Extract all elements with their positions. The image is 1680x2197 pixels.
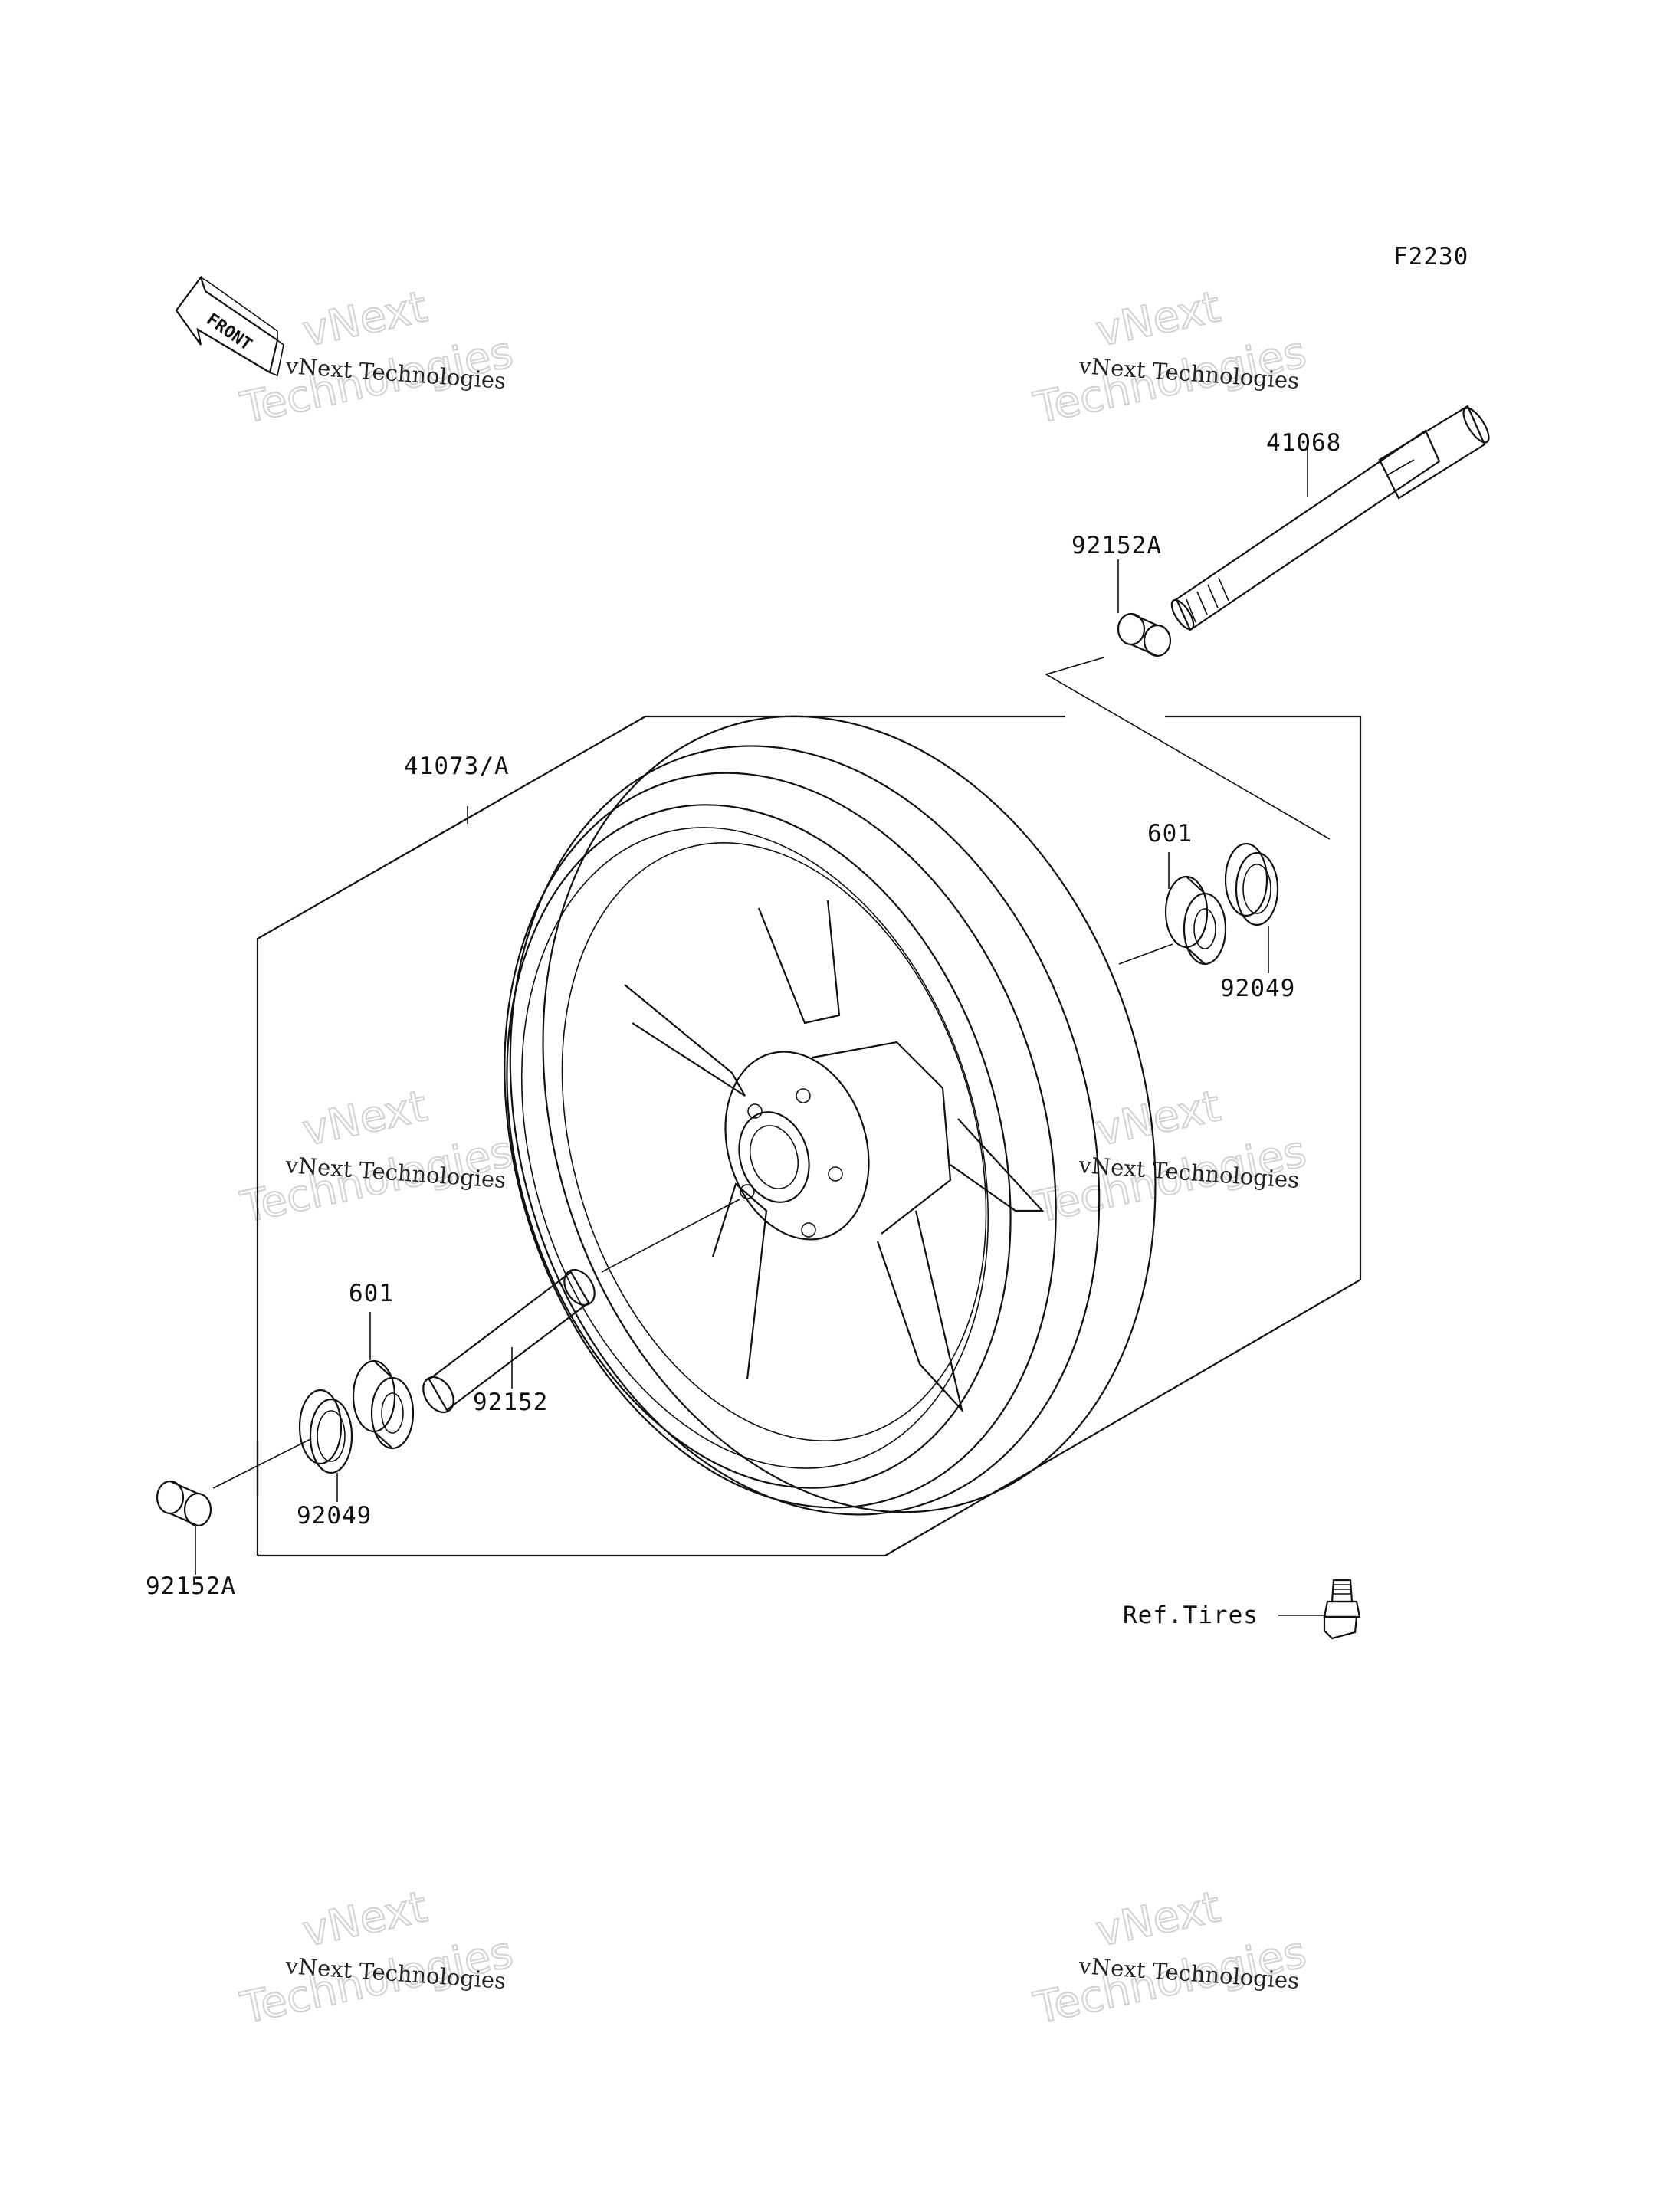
collar-92152a-top xyxy=(1117,612,1172,657)
svg-text:vNext: vNext xyxy=(1091,1081,1225,1156)
label-41073a: 41073/A xyxy=(404,753,510,780)
label-41068: 41068 xyxy=(1266,429,1341,457)
watermark-top-left: vNext Technologies vNext Technologies xyxy=(235,281,517,434)
label-92049-right: 92049 xyxy=(1220,975,1295,1002)
hub-centerline xyxy=(601,1199,740,1273)
watermark-bottom-right: vNext Technologies vNext Technologies xyxy=(1029,1881,1311,2035)
label-92049-left: 92049 xyxy=(297,1502,372,1530)
assembly-frame xyxy=(256,715,1362,1557)
watermark-bottom-left: vNext Technologies vNext Technologies xyxy=(235,1881,517,2035)
svg-text:vNext: vNext xyxy=(298,1882,431,1957)
spacer-92152 xyxy=(422,1268,596,1414)
svg-text:vNext: vNext xyxy=(298,1081,431,1156)
label-92152: 92152 xyxy=(473,1389,548,1416)
label-601-right: 601 xyxy=(1147,820,1193,848)
front-arrow-icon: FRONT xyxy=(175,275,284,377)
valve-icon xyxy=(1323,1579,1361,1640)
axle-centerline-left xyxy=(212,1438,311,1489)
label-92152a-top: 92152A xyxy=(1071,532,1162,559)
watermark-mid-left: vNext Technologies vNext Technologies xyxy=(235,1080,517,1234)
svg-text:vNext: vNext xyxy=(1091,282,1225,357)
label-ref-tires: Ref.Tires xyxy=(1123,1602,1258,1629)
seal-92049-left xyxy=(298,1389,353,1474)
watermark-mid-right: vNext Technologies vNext Technologies xyxy=(1029,1080,1311,1234)
label-601-left: 601 xyxy=(349,1280,394,1307)
diagram-code: F2230 xyxy=(1393,243,1468,271)
svg-text:vNext: vNext xyxy=(1091,1882,1225,1957)
axle-centerline-right xyxy=(1044,657,1331,840)
axle-41068 xyxy=(1170,405,1490,631)
svg-text:vNext: vNext xyxy=(298,282,431,357)
seal-92049-right xyxy=(1224,842,1279,926)
wheel-41073a xyxy=(504,715,1157,1516)
bearing-601-left xyxy=(352,1359,415,1450)
label-92152a-bottom: 92152A xyxy=(146,1572,236,1600)
bearing-centerline-right xyxy=(1118,943,1173,965)
bearing-601-right xyxy=(1164,875,1227,966)
watermark-top-right: vNext Technologies vNext Technologies xyxy=(1029,281,1311,434)
collar-92152a-bottom xyxy=(156,1480,212,1527)
